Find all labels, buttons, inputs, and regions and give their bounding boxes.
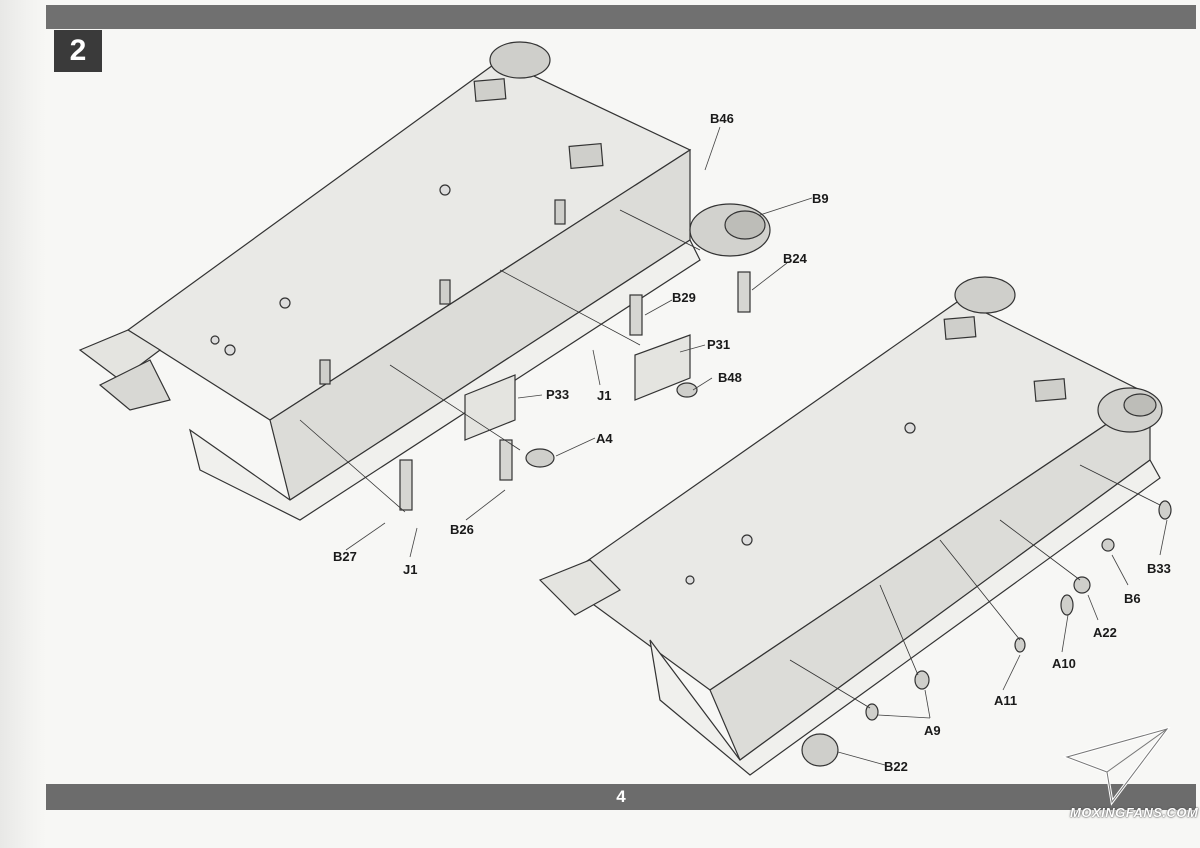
hull-right: [538, 276, 1172, 776]
page-number-bar: 4: [46, 784, 1196, 810]
hull-left: [78, 41, 771, 521]
callout-b6: B6: [1124, 591, 1141, 606]
page-spine: [0, 0, 46, 848]
top-header-bar: [46, 5, 1196, 29]
callout-a11: A11: [994, 693, 1018, 708]
callout-leaders: [345, 126, 1168, 766]
callout-a10: A10: [1052, 656, 1076, 671]
callout-b48: B48: [718, 370, 742, 385]
step-number-badge: 2: [54, 30, 102, 72]
callout-j1-lower: J1: [403, 562, 418, 577]
page-number: 4: [616, 787, 626, 806]
callout-b27: B27: [333, 549, 357, 564]
callout-b46: B46: [710, 111, 734, 126]
callout-b33: B33: [1147, 561, 1171, 576]
callout-a9: A9: [924, 723, 941, 738]
callout-p31: P31: [707, 337, 731, 352]
callout-j1-upper: J1: [597, 388, 612, 403]
callout-a4: A4: [596, 431, 613, 446]
callout-b9: B9: [812, 191, 829, 206]
callout-b29: B29: [672, 290, 696, 305]
callout-b26: B26: [450, 522, 474, 537]
callout-b24: B24: [783, 251, 807, 266]
watermark-text: MOXINGFANS.COM: [1070, 805, 1199, 820]
callout-b22: B22: [884, 759, 908, 774]
callout-p33: P33: [546, 387, 570, 402]
callout-a22: A22: [1093, 625, 1117, 640]
paper-plane-icon: [1062, 727, 1171, 806]
